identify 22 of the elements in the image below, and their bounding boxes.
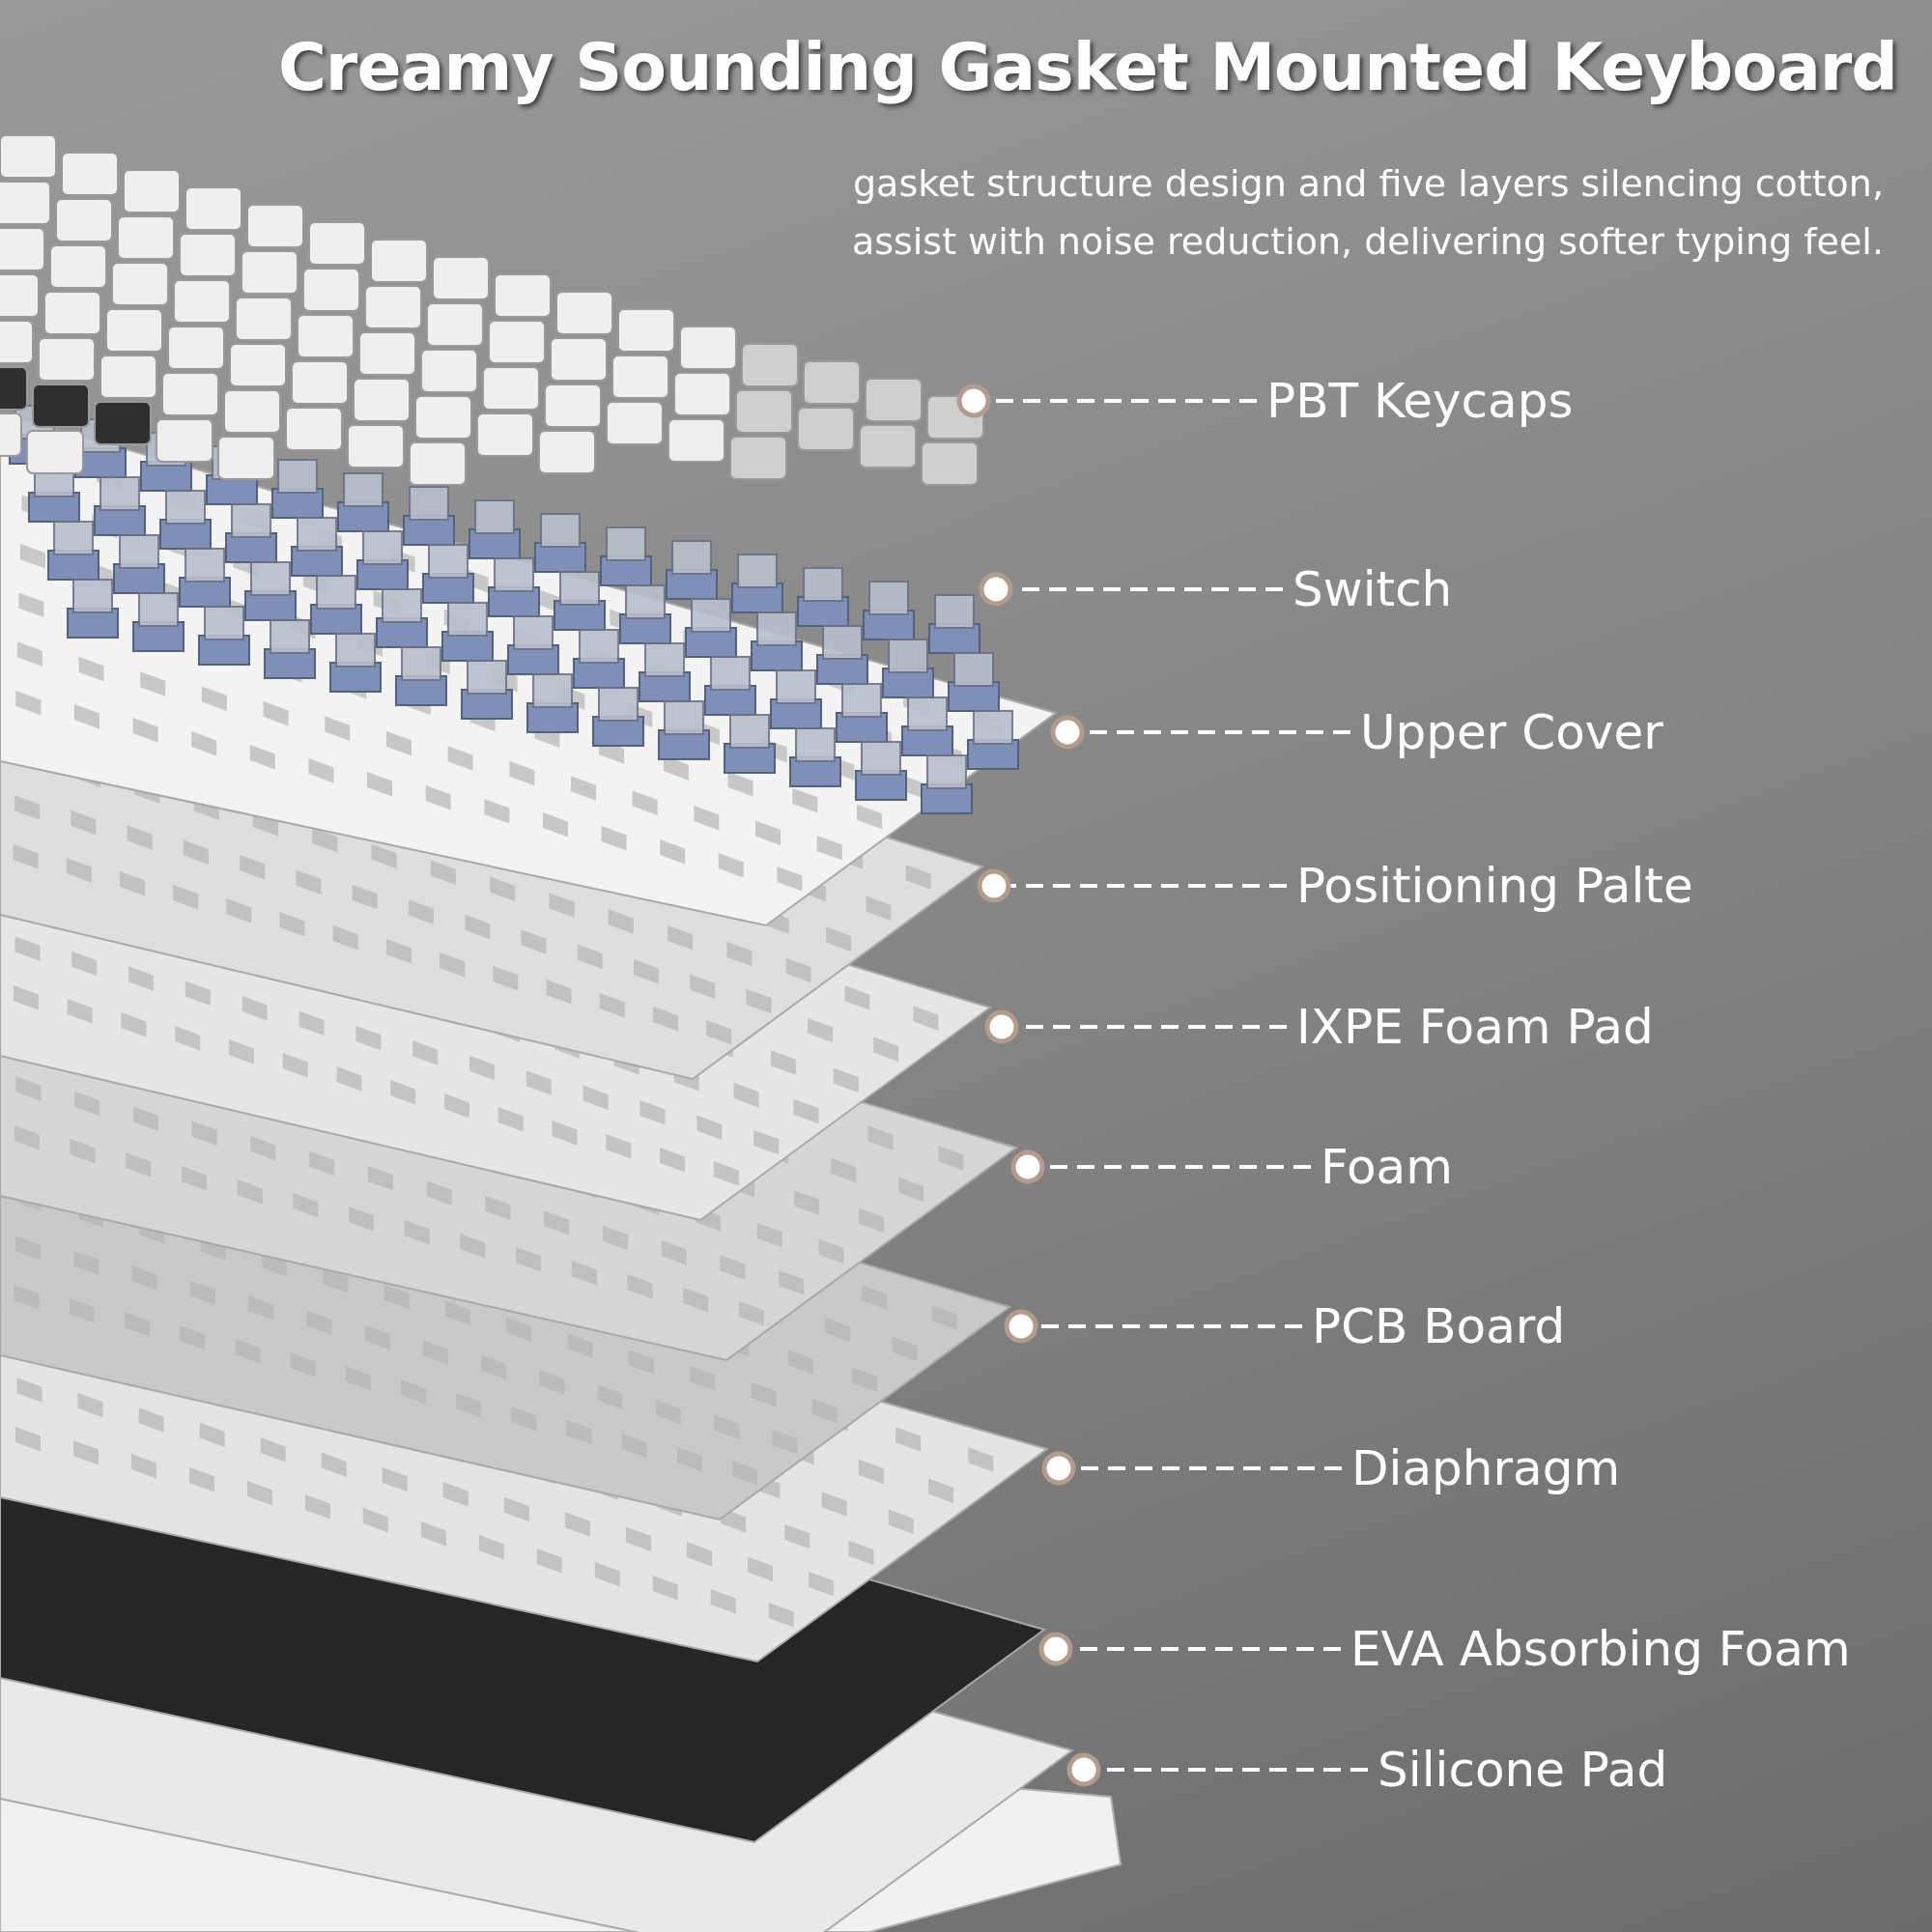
part-label: PCB Board <box>1312 1293 1566 1360</box>
part-label: PBT Keycaps <box>1266 367 1574 435</box>
leader-line <box>977 868 1287 903</box>
part-label: Upper Cover <box>1360 698 1663 766</box>
leader-line <box>1041 1451 1342 1486</box>
part-label: Foam <box>1321 1133 1453 1201</box>
leader-line <box>984 1009 1287 1044</box>
part-label: Silicone Pad <box>1378 1736 1668 1804</box>
description-text: gasket structure design and five layers silencing cotton, assist with noise reduction, delivering softer typing feel. <box>850 161 1884 265</box>
leader-line <box>1004 1309 1302 1344</box>
part-label: Switch <box>1293 555 1453 623</box>
leader-line <box>1010 1150 1311 1184</box>
part-label: Diaphragm <box>1351 1435 1621 1502</box>
leader-line <box>1050 715 1350 750</box>
part-label: IXPE Foam Pad <box>1296 993 1654 1061</box>
leader-line <box>1066 1752 1368 1787</box>
leader-line <box>1038 1632 1341 1666</box>
part-label: EVA Absorbing Foam <box>1350 1615 1851 1683</box>
leader-line <box>956 384 1257 418</box>
leader-line <box>979 572 1283 607</box>
part-label: Positioning Palte <box>1296 852 1693 920</box>
title: Creamy Sounding Gasket Mounted Keyboard <box>277 29 1897 105</box>
